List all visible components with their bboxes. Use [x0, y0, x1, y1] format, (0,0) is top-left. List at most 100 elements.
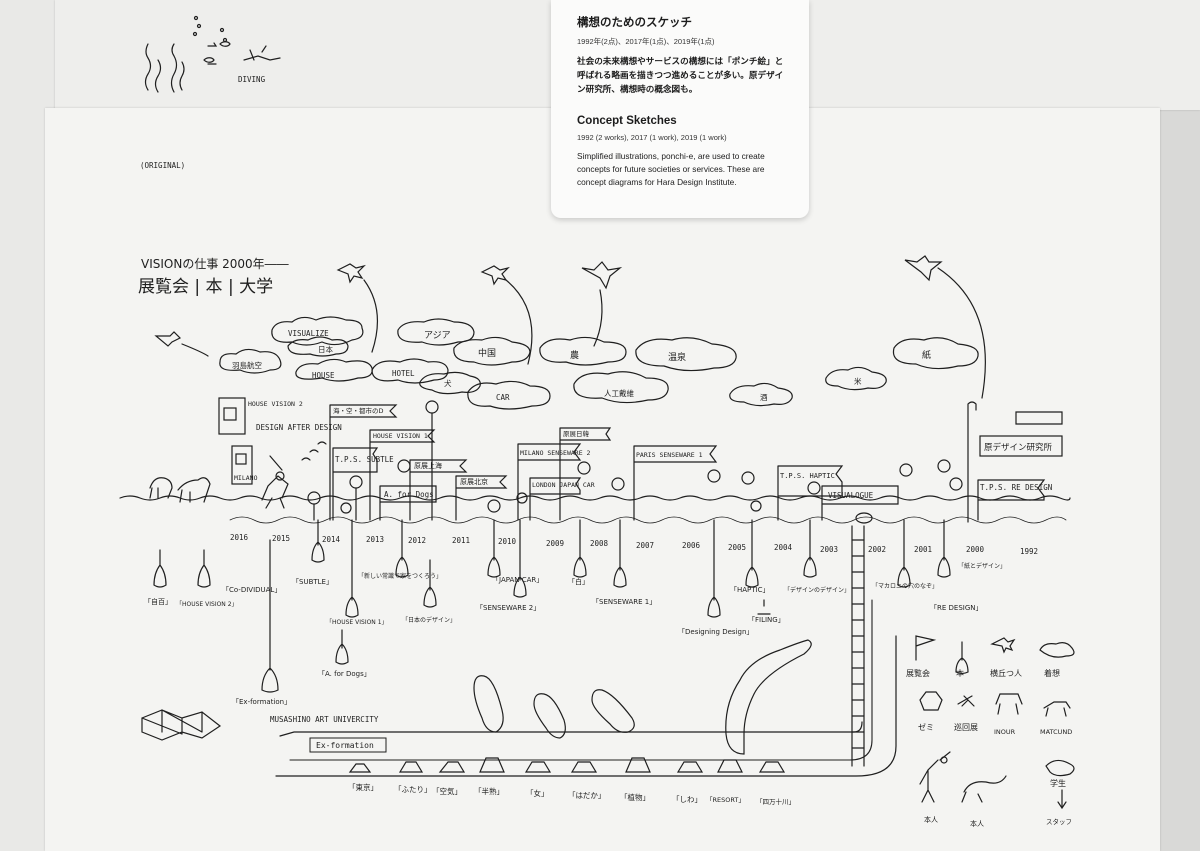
- flag-label: PARIS SENSEWARE 1: [636, 451, 703, 459]
- book-label: 「HOUSE VISION 2」: [176, 601, 238, 608]
- book-label: 「デザインのデザイン」: [784, 586, 850, 594]
- book-bulb-icons: [153, 519, 951, 693]
- seminar-labels: 「東京」 「ふたり」 「空気」 「半熟」 「女」 「はだか」 「植物」 「しわ」…: [348, 782, 795, 806]
- book-label: 「自百」: [144, 597, 172, 606]
- legend-labels: 展覧会 本 横丘つ人 着想 ゼミ 巡回展 INOUR MATCUND 本人 本人…: [906, 668, 1072, 828]
- flag-label: DESIGN AFTER DESIGN: [256, 423, 342, 432]
- legend-label: INOUR: [994, 728, 1016, 736]
- book-label: 「A. for Dogs」: [318, 670, 371, 678]
- year-label: 2003: [820, 545, 838, 554]
- book-label: 「JAPAN CAR」: [492, 576, 543, 584]
- legend-label: MATCUND: [1040, 728, 1072, 736]
- legend-label: 学生: [1050, 778, 1066, 788]
- book-label: 「日本のデザイン」: [402, 616, 456, 624]
- seminar-label: 「半熟」: [474, 786, 504, 796]
- flag-label: A. for Dogs: [384, 490, 434, 499]
- ladder: [851, 512, 873, 767]
- flag-label: VISUALOGUE: [828, 491, 874, 500]
- year-label: 2010: [498, 537, 517, 546]
- legend-label: ゼミ: [918, 722, 934, 732]
- diving-label: DIVING: [238, 75, 266, 84]
- flag-label: HOUSE VISION 2: [248, 400, 303, 408]
- flag-label: 原展日韓: [563, 429, 590, 438]
- cloud-label: 米: [854, 376, 862, 386]
- legend-label: 巡回展: [954, 722, 978, 732]
- book-label: 「SENSEWARE 1」: [592, 598, 656, 606]
- year-label: 2013: [366, 535, 384, 544]
- cloud-label: CAR: [496, 393, 510, 402]
- year-label: 2016: [230, 533, 249, 542]
- diving-sketch: [144, 15, 281, 93]
- flag-label: 原展北京: [460, 477, 488, 486]
- flag-label: MILANO SENSEWARE 2: [520, 449, 591, 457]
- card-meta-jp: 1992年(2点)、2017年(1点)、2019年(1点): [577, 37, 715, 46]
- exhibition-flags: [218, 397, 1063, 523]
- book-label: 「Designing Design」: [678, 628, 753, 636]
- flag-label: 原展上海: [414, 461, 442, 470]
- flag-label: T.P.S. SUBTLE: [335, 455, 394, 464]
- year-label: 2007: [636, 541, 654, 550]
- cloud-label: 人工戴維: [604, 388, 634, 398]
- cloud-label: 羽島航空: [232, 360, 262, 370]
- flag-label: HOUSE VISION 1: [373, 432, 428, 440]
- year-label: 2006: [682, 541, 701, 550]
- card-meta-en: 1992 (2 works), 2017 (1 work), 2019 (1 w…: [577, 133, 727, 142]
- year-label: 2005: [728, 543, 746, 552]
- book-labels: 「自百」 「HOUSE VISION 2」 「Co-DIVIDUAL」 「SUB…: [144, 562, 1006, 706]
- seminar-label: 「植物」: [620, 792, 650, 802]
- legend-label: 本: [956, 668, 964, 678]
- seminar-label: 「しわ」: [672, 795, 702, 804]
- paper-sheet-main: [45, 108, 1160, 851]
- legend-icons: [915, 635, 1075, 810]
- seminar-label: 「四万十川」: [756, 797, 795, 806]
- year-label: 2014: [322, 535, 341, 544]
- card-body-en: Simplified illustrations, ponchi-e, are …: [577, 151, 765, 187]
- year-label: 2002: [868, 545, 886, 554]
- card-body-jp: 社会の未来構想やサービスの構想には「ポンチ絵」と呼ばれる略画を描きつつ進めること…: [577, 56, 784, 94]
- flower-icons: [307, 400, 963, 521]
- year-label: 2000: [966, 545, 985, 554]
- cloud-label: 日本: [318, 344, 333, 354]
- legend-label: 本人: [970, 819, 984, 828]
- legend-label: 本人: [924, 815, 938, 824]
- year-label: 2015: [272, 534, 290, 543]
- legend-label: 展覧会: [906, 668, 930, 678]
- book-label: 「紙とデザイン」: [958, 562, 1006, 570]
- cloud-label: 紙: [922, 349, 931, 361]
- cloud-label: 温泉: [668, 351, 686, 363]
- university-path: [289, 599, 873, 761]
- cloud-label: 犬: [444, 378, 452, 388]
- flag-label: 海・空・都市のD: [333, 406, 384, 415]
- seminar-icons: [348, 757, 786, 773]
- cloud-label: VISUALIZE: [288, 329, 329, 338]
- description-card: 構想のためのスケッチ 1992年(2点)、2017年(1点)、2019年(1点)…: [551, 0, 809, 218]
- book-label: 「SUBTLE」: [292, 578, 333, 586]
- university-label: MUSASHINO ART UNIVERCITY: [270, 715, 379, 724]
- book-label: 「RE DESIGN」: [930, 604, 983, 612]
- flag-label: T.P.S. HAPTIC: [780, 472, 835, 480]
- seminar-label: 「はだか」: [568, 791, 605, 800]
- flag-label: T.P.S. RE DESIGN: [980, 483, 1052, 492]
- card-title-en: Concept Sketches: [577, 115, 677, 127]
- legend-label: 着想: [1044, 668, 1060, 678]
- legend-label: スタッフ: [1046, 817, 1072, 826]
- flag-label: LONDON JAPAN CAR: [532, 481, 595, 489]
- cloud-label: 酒: [760, 393, 768, 402]
- bird-icons: [154, 255, 943, 347]
- figure-icons: [149, 441, 327, 509]
- seminar-label: 「東京」: [348, 782, 378, 792]
- heading-line1: VISIONの仕事 2000年――: [141, 257, 289, 271]
- cloud-label: HOUSE: [312, 371, 335, 380]
- cloud-label: アジア: [424, 331, 451, 341]
- book-label: 「マカロニの穴のなぞ」: [872, 582, 938, 590]
- year-label: 2012: [408, 536, 426, 545]
- seminar-label: 「ふたり」: [394, 785, 432, 794]
- year-label: 2008: [590, 539, 609, 548]
- seminar-label: 「女」: [526, 788, 549, 798]
- exformation-box-label: Ex-formation: [316, 741, 374, 750]
- book-label: 「FILING」: [748, 616, 785, 624]
- book-label: 「HOUSE VISION 1」: [326, 619, 388, 626]
- year-label: 2004: [774, 543, 793, 552]
- truss-icon: [141, 709, 222, 741]
